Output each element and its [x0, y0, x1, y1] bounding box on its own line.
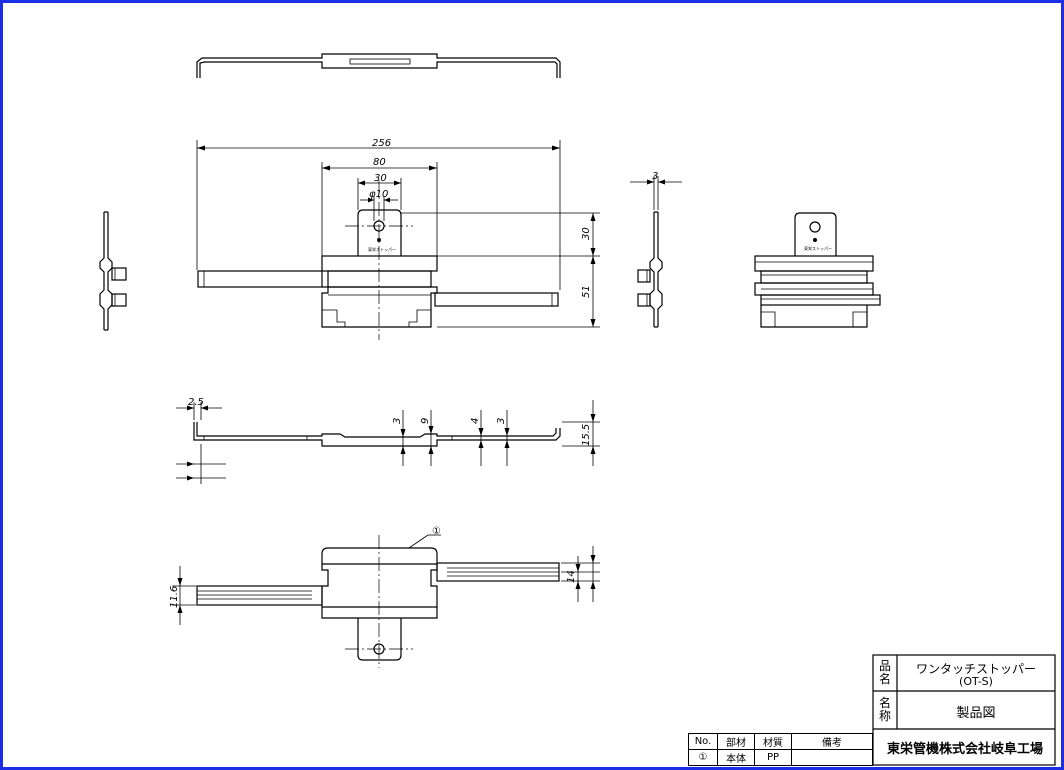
dim-body-height: 51	[581, 285, 592, 298]
dim-sec-mid-b: 9	[420, 418, 431, 424]
parts-header-notes: 備考	[791, 733, 873, 750]
parts-header-part: 部材	[717, 733, 755, 750]
dim-sec-right-b: 3	[496, 418, 507, 424]
parts-row-no: ①	[688, 749, 718, 766]
section-view: 2.5 3 9 4 3 15.5	[176, 397, 600, 484]
front-view: 東栄ストッパー	[197, 180, 559, 340]
parts-row-material: PP	[754, 749, 792, 766]
right-side-view: 3	[630, 171, 682, 328]
parts-header-material: 材質	[754, 733, 792, 750]
dim-plan-right: 14	[566, 570, 577, 583]
product-code: (OT-S)	[959, 675, 993, 688]
dim-sec-height: 15.5	[581, 424, 592, 446]
plan-view: ① 11.6 14	[169, 526, 600, 668]
company-name: 東栄管機株式会社岐阜工場	[886, 742, 1043, 757]
dim-overall-width: 256	[372, 138, 391, 149]
callout-part-1: ①	[432, 526, 441, 537]
parts-row-part: 本体	[717, 749, 755, 766]
drawing-title: 製品図	[956, 706, 996, 721]
dim-tab-width: 30	[374, 173, 387, 184]
dim-sec-right-a: 4	[470, 418, 481, 424]
dim-sec-mid-a: 3	[392, 418, 403, 424]
parts-table: No. 部材 材質 備考 ① 本体 PP	[688, 733, 873, 766]
parts-row-notes	[791, 749, 873, 766]
dim-body-width: 80	[373, 157, 386, 168]
dim-tab-height: 30	[581, 227, 592, 240]
title-block-frame	[872, 654, 1056, 766]
rear-tab-label: 東栄ストッパー	[804, 245, 832, 251]
dim-side-thickness: 3	[652, 171, 658, 182]
dim-plan-left: 11.6	[169, 586, 180, 608]
left-side-view	[99, 211, 127, 331]
rear-view: 東栄ストッパー	[754, 212, 881, 328]
name-label: 品名	[878, 659, 891, 686]
dim-hole-dia: φ10	[369, 189, 388, 200]
product-name: ワンタッチストッパー	[915, 662, 1036, 676]
parts-header-no: No.	[688, 733, 718, 750]
title-label: 名称	[878, 696, 891, 723]
front-dimensions: 256 80 30 φ10 30 51	[196, 138, 600, 328]
dim-sec-left: 2.5	[188, 397, 204, 408]
tab-label: 東栄ストッパー	[368, 246, 396, 252]
top-view	[196, 53, 561, 78]
